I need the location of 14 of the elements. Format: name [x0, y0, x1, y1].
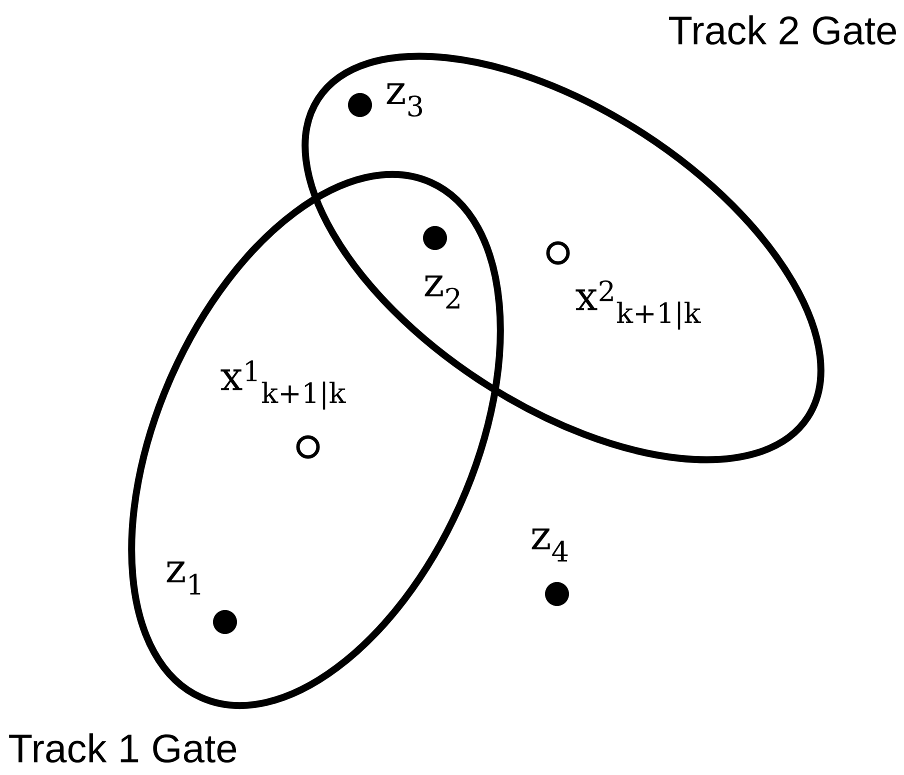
measurement-dot — [545, 582, 569, 606]
measurement-dot — [348, 92, 372, 117]
gate-title: Track 2 Gate — [669, 15, 896, 45]
point-label: z$_{3}$ — [386, 83, 422, 117]
point-label: z$_{4}$ — [532, 528, 568, 562]
point-label: x$^{2}$k+1|k — [576, 280, 701, 330]
prediction-circle — [546, 241, 570, 265]
gate-title: Track 1 Gate — [9, 733, 236, 763]
point-label: x$^{1}$k+1|k — [220, 360, 346, 410]
measurement-dot — [423, 226, 447, 250]
measurement-dot — [213, 610, 237, 634]
point-label: z$_{1}$ — [166, 562, 200, 594]
point-label: z$_{2}$ — [424, 276, 460, 308]
prediction-circle — [296, 435, 320, 459]
